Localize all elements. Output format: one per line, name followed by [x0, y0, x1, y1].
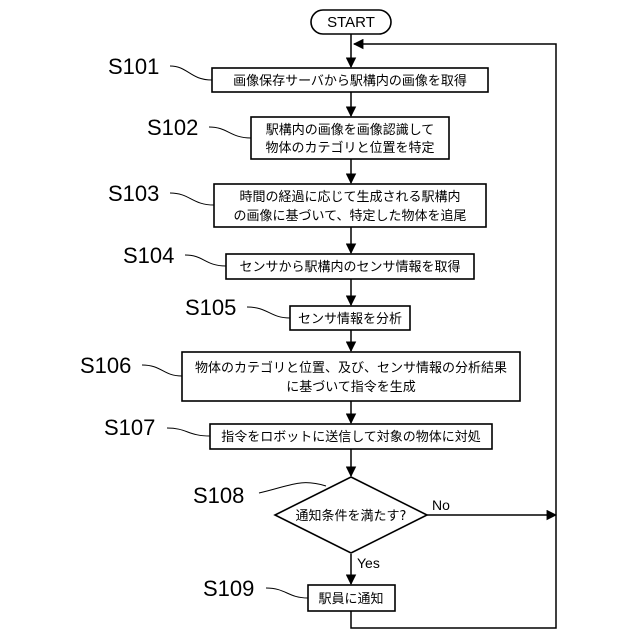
leader-s106: [142, 365, 182, 376]
leader-s109: [266, 588, 308, 598]
branch-label-yes: Yes: [357, 555, 380, 571]
step-text-s102-line2: 物体のカテゴリと位置を特定: [265, 140, 434, 156]
step-text-s105: センサ情報を分析: [298, 312, 402, 327]
leader-s105: [247, 307, 290, 318]
step-text-s106-line2: に基づいて指令を生成: [286, 380, 416, 395]
step-id-s109: S109: [203, 576, 254, 601]
step-text-s102-line1: 駅構内の画像を画像認識して: [266, 122, 435, 138]
start-label: START: [327, 14, 375, 31]
leader-s104: [185, 255, 226, 266]
step-id-s105: S105: [185, 295, 236, 320]
step-id-s106: S106: [80, 353, 131, 378]
leader-s102: [209, 127, 251, 138]
step-id-s103: S103: [108, 181, 159, 206]
leader-s108: [259, 483, 326, 493]
decision-text-s108: 通知条件を満たす?: [296, 508, 407, 524]
step-text-s101: 画像保存サーバから駅構内の画像を取得: [233, 73, 467, 89]
step-id-s108: S108: [193, 483, 244, 508]
leader-s107: [167, 428, 210, 436]
step-id-s104: S104: [123, 243, 174, 268]
step-text-s104: センサから駅構内のセンサ情報を取得: [239, 259, 460, 275]
step-text-s103-line2: の画像に基づいて、特定した物体を追尾: [234, 208, 467, 224]
branch-label-no: No: [432, 497, 450, 513]
leader-s101: [170, 66, 212, 80]
step-id-s107: S107: [104, 415, 155, 440]
step-text-s103-line1: 時間の経過に応じて生成される駅構内: [239, 189, 460, 205]
leader-s103: [170, 193, 214, 205]
step-text-s106-line1: 物体のカテゴリと位置、及び、センサ情報の分析結果: [195, 360, 507, 376]
step-text-s109: 駅員に通知: [318, 591, 383, 607]
step-id-s102: S102: [147, 115, 198, 140]
step-text-s107: 指令をロボットに送信して対象の物体に対処: [221, 430, 481, 445]
step-id-s101: S101: [108, 54, 159, 79]
